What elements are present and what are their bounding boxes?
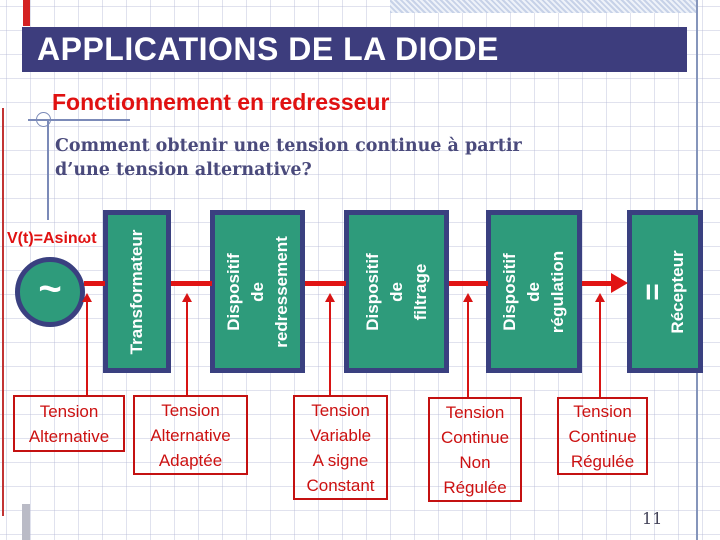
block-line: régulation <box>548 250 567 333</box>
label-line: Tension <box>311 400 370 420</box>
block-line: Récepteur <box>668 249 687 334</box>
block-line: Dispositif <box>223 252 243 331</box>
page-title: APPLICATIONS DE LA DIODE <box>37 31 499 67</box>
label-line: Régulée <box>570 451 635 471</box>
block-recepteur: = Récepteur <box>627 210 703 373</box>
ac-source: ~ <box>15 257 85 327</box>
up-arrow-icon <box>463 293 473 302</box>
wire-redressement-filtrage <box>305 281 346 286</box>
block-line: Transformateur <box>127 229 146 354</box>
wire-transfo-redressement <box>171 281 212 286</box>
block-transformateur: Transformateur <box>103 210 171 373</box>
pointer-line <box>329 301 331 395</box>
bottom-gray-bar <box>22 504 30 540</box>
label-line: Continue <box>440 427 510 447</box>
left-red-line <box>2 108 4 516</box>
pointer-line <box>599 301 601 397</box>
block-line: de <box>524 281 543 302</box>
label-line: Tension <box>445 402 505 422</box>
pointer-line <box>186 301 188 395</box>
block-redressement: Dispositif de redressement <box>210 210 305 373</box>
block-line: de <box>386 281 406 302</box>
label-line: Alternative <box>28 426 110 446</box>
label-line: Tension <box>573 401 632 421</box>
up-arrow-icon <box>595 293 605 302</box>
label-tension-continue-regulee: Tension Continue Régulée <box>557 397 648 475</box>
pointer-line <box>86 301 88 395</box>
label-tension-continue-non-regulee: Tension Continue Non Régulée <box>428 397 522 502</box>
block-line: de <box>247 281 267 302</box>
dc-symbol: = <box>636 282 669 301</box>
title-bar: APPLICATIONS DE LA DIODE <box>22 27 687 72</box>
block-line: Dispositif <box>362 252 382 331</box>
label-line: Alternative <box>150 425 231 445</box>
source-voltage-label: V(t)=Asinωt <box>7 230 97 247</box>
label-line: Constant <box>306 475 375 495</box>
block-line: redressement <box>271 235 291 348</box>
question-text: Comment obtenir une tension continue à p… <box>55 134 522 182</box>
up-arrow-icon <box>325 293 335 302</box>
up-arrow-icon <box>182 293 192 302</box>
pointer-line <box>467 301 469 397</box>
label-line: Régulée <box>443 477 507 497</box>
block-regulation: Dispositif de régulation <box>486 210 582 373</box>
label-line: Adaptée <box>158 450 223 470</box>
label-tension-alternative: Tension Alternative <box>13 395 125 452</box>
wire-source-transfo <box>84 281 105 286</box>
label-tension-alternative-adaptee: Tension Alternative Adaptée <box>133 395 248 475</box>
block-line: filtrage <box>410 263 430 320</box>
left-red-bar <box>23 0 30 26</box>
top-hatch-band <box>390 0 697 13</box>
label-line: Non <box>459 452 491 472</box>
label-line: Tension <box>39 401 99 421</box>
block-line: Dispositif <box>500 252 519 331</box>
label-line: Tension <box>161 400 220 420</box>
page-number: 11 <box>642 509 663 528</box>
section-heading: Fonctionnement en redresseur <box>52 89 390 115</box>
label-line: Variable <box>309 425 372 445</box>
up-arrow-icon <box>82 293 92 302</box>
wire-regulation-recepteur <box>582 281 611 286</box>
question-line-2: d’une tension alternative? <box>55 160 312 180</box>
block-filtrage: Dispositif de filtrage <box>344 210 449 373</box>
label-line: A signe <box>312 450 369 470</box>
compass-vertical-line <box>47 121 49 220</box>
label-tension-variable: Tension Variable A signe Constant <box>293 395 388 500</box>
compass-horizontal-line <box>28 119 130 121</box>
question-line-1: Comment obtenir une tension continue à p… <box>55 136 522 156</box>
label-line: Continue <box>568 426 637 446</box>
wire-arrowhead-icon <box>611 273 628 293</box>
wire-filtrage-regulation <box>449 281 488 286</box>
